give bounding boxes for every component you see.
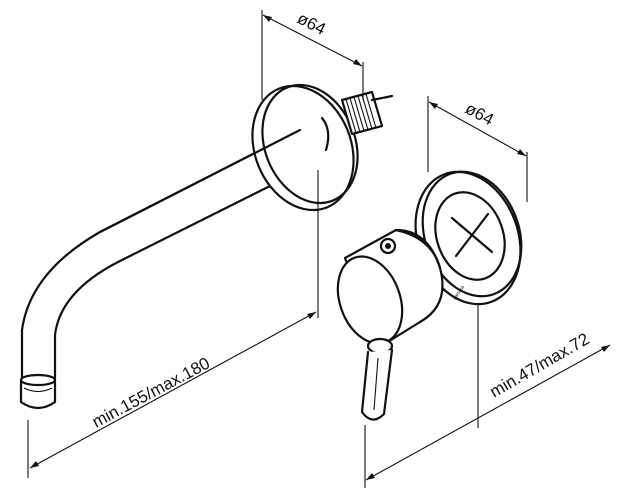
spout-aerator (19, 373, 57, 410)
mixer-rosette-diameter-label: ø64 (462, 99, 497, 130)
mixer-depth-label: min.47/max.72 (487, 329, 593, 401)
spout-wall-flange (98, 83, 359, 234)
mixer-body (336, 228, 444, 421)
spout-inner-edge (53, 160, 320, 380)
mixer-lever (360, 337, 394, 421)
temperature-indicator-icon (379, 237, 397, 255)
dimension-spout-length: min.155/max.180 (27, 170, 319, 478)
spout-length-label: min.155/max.180 (89, 354, 213, 432)
threaded-connector (340, 90, 394, 136)
spout-outer-edge (20, 128, 302, 380)
